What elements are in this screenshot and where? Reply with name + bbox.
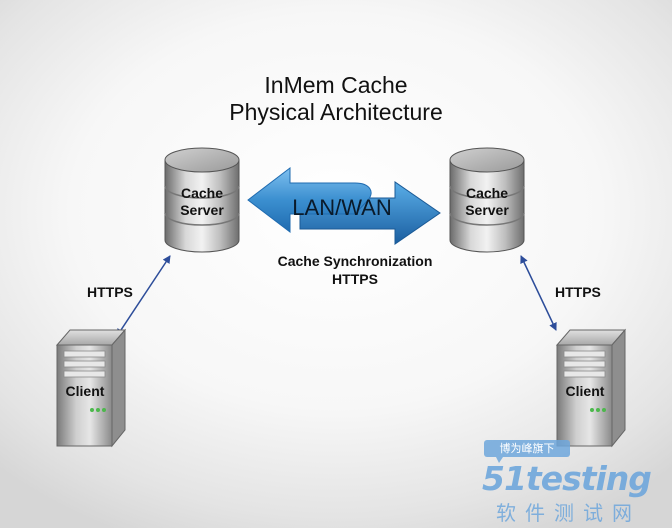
right-server-label: Cache Server (447, 185, 527, 219)
left-client-icon (55, 328, 127, 448)
right-server-label-line2: Server (465, 202, 509, 218)
right-cache-server-icon (449, 147, 525, 253)
watermark-badge-text: 博为峰旗下 (499, 442, 555, 455)
left-server-label-line2: Server (180, 202, 224, 218)
right-client-icon (555, 328, 627, 448)
watermark-subtitle: 软件测试网 (496, 501, 641, 525)
left-https-connector (116, 255, 171, 337)
diagram-title-line2: Physical Architecture (229, 99, 443, 125)
right-server-label-line1: Cache (465, 185, 509, 201)
left-client-label: Client (65, 383, 105, 399)
left-server-label: Cache Server (162, 185, 242, 219)
sync-label-line1: Cache Synchronization (277, 253, 433, 269)
diagram-title-line1: InMem Cache (264, 72, 408, 98)
lan-wan-arrow-icon (247, 166, 441, 245)
right-client-label: Client (565, 383, 605, 399)
sync-label-line2: HTTPS (332, 271, 378, 287)
sync-label: Cache Synchronization HTTPS (215, 252, 495, 288)
left-cache-server-icon (164, 147, 240, 253)
right-link-label: HTTPS (555, 284, 601, 300)
left-server-label-line1: Cache (180, 185, 224, 201)
watermark-logo: 51testing (482, 459, 652, 498)
network-label: LAN/WAN (292, 195, 392, 220)
left-link-label: HTTPS (87, 284, 133, 300)
watermark-badge (484, 440, 570, 463)
right-https-connector (520, 255, 557, 331)
